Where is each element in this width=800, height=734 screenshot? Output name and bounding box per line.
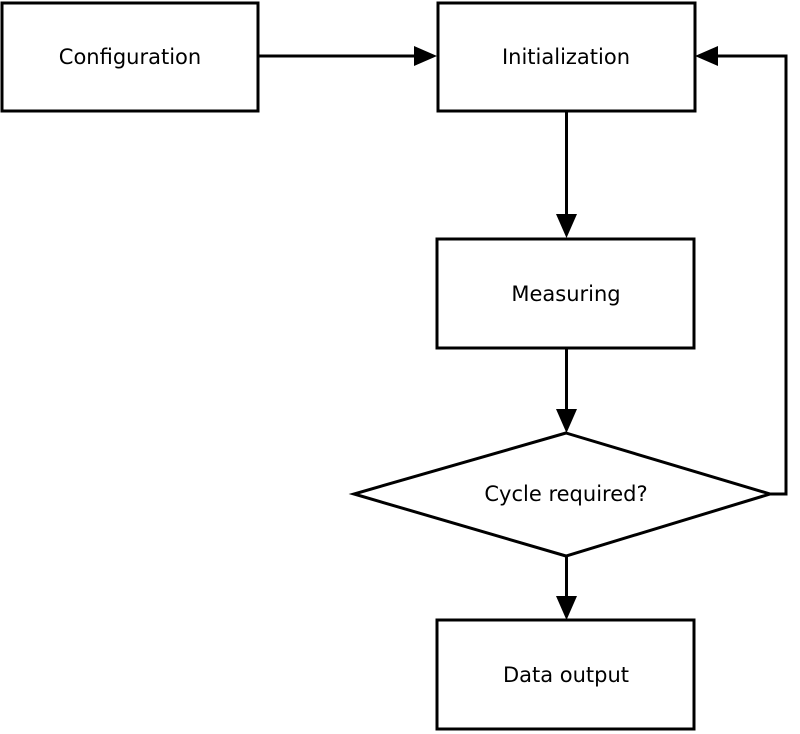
node-shape-rectangle[interactable]: [435, 237, 696, 350]
node-shape-rectangle[interactable]: [435, 618, 696, 731]
edge-line: [706, 54, 788, 496]
node-measuring[interactable]: Measuring: [435, 237, 696, 350]
node-data-output[interactable]: Data output: [435, 618, 696, 731]
arrow-head-icon: [556, 596, 577, 620]
node-initialization[interactable]: Initialization: [436, 1, 697, 113]
edge-initialization-to-measuring: [556, 111, 577, 238]
node-label-measuring: Measuring: [511, 282, 620, 306]
node-label-data-output: Data output: [503, 663, 629, 687]
edge-cycle-required-to-data-output: [556, 556, 577, 620]
arrow-head-icon: [695, 46, 718, 66]
edge-configuration-to-initialization: [258, 46, 437, 66]
node-label-initialization: Initialization: [502, 45, 630, 69]
arrow-head-icon: [556, 214, 577, 238]
node-shape-diamond[interactable]: [348, 431, 776, 558]
arrow-head-icon: [414, 46, 437, 66]
node-shape-rectangle[interactable]: [0, 1, 260, 113]
node-cycle-required[interactable]: Cycle required?: [348, 431, 776, 558]
edge-measuring-to-cycle-required: [556, 348, 577, 433]
node-label-cycle-required: Cycle required?: [484, 482, 647, 506]
arrow-head-icon: [556, 409, 577, 433]
node-configuration[interactable]: Configuration: [0, 1, 260, 113]
node-label-configuration: Configuration: [59, 45, 201, 69]
node-shape-rectangle[interactable]: [436, 1, 697, 113]
edge-cycle-required-to-initialization: [695, 46, 788, 496]
